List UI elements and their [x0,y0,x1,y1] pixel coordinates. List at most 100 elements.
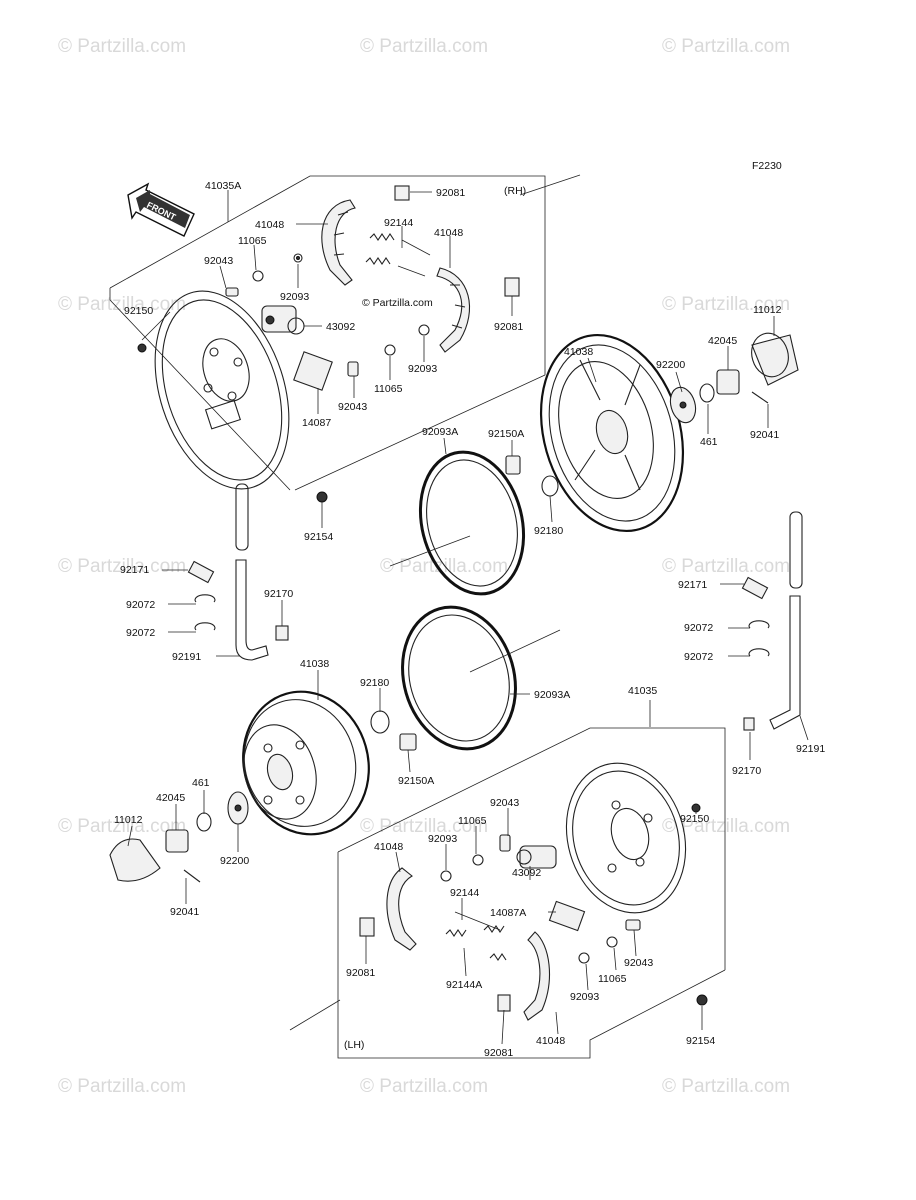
lh-label: (LH) [344,1039,364,1051]
rh-seal-ring [389,450,526,596]
part-label-92144: 92144 [384,217,413,229]
lh-small-parts [359,834,708,1012]
part-label-92150a: 92150A [488,428,524,440]
part-labels: 41035A 92081 41048 92144 41048 11065 920… [114,180,825,1059]
watermark: © Partzilla.com [380,556,508,577]
watermark: © Partzilla.com [662,294,790,315]
part-label-92150: 92150 [124,305,153,317]
watermark: © Partzilla.com [662,556,790,577]
watermark: © Partzilla.com [58,294,186,315]
part-label-92043: 92043 [338,401,367,413]
part-label-92081: 92081 [346,967,375,979]
part-label-92043: 92043 [204,255,233,267]
part-label-11065: 11065 [598,973,627,985]
part-label-92093a: 92093A [534,689,570,701]
part-label-92200: 92200 [220,855,249,867]
leader-lines [127,190,809,1045]
rh-brake-panel [154,290,290,490]
part-label-92144: 92144 [450,887,479,899]
part-label-14087a: 14087A [490,907,526,919]
watermarks: © Partzilla.com © Partzilla.com © Partzi… [58,36,790,1097]
part-label-92150: 92150 [680,813,709,825]
part-label-92150a: 92150A [398,775,434,787]
part-label-92093: 92093 [570,991,599,1003]
lh-brake-hose [741,511,803,731]
part-label-92093: 92093 [428,833,457,845]
rh-brake-hose [187,483,289,661]
part-label-92081: 92081 [484,1047,513,1059]
watermark: © Partzilla.com [662,1076,790,1097]
rh-brake-shoe-upper [321,199,356,286]
part-label-41035a: 41035A [205,180,241,192]
part-label-14087: 14087 [302,417,331,429]
part-label-92171: 92171 [678,579,707,591]
part-label-92072: 92072 [684,622,713,634]
lh-brake-shoe-right [523,931,551,1021]
rh-small-parts [137,185,520,503]
watermark: © Partzilla.com [360,816,488,837]
part-label-92180: 92180 [534,525,563,537]
part-label-92171: 92171 [120,564,149,576]
rh-group-boundary: (RH) [109,174,581,491]
part-label-92043: 92043 [490,797,519,809]
lh-seal-ring [401,605,561,751]
part-label-92170: 92170 [264,588,293,600]
figure-code: F2230 [752,160,782,172]
part-label-92043: 92043 [624,957,653,969]
part-label-11065: 11065 [238,235,267,247]
part-label-92180: 92180 [360,677,389,689]
rh-brake-drum [539,333,685,533]
part-label-41038: 41038 [300,658,329,670]
watermark: © Partzilla.com [662,36,790,57]
watermark: © Partzilla.com [58,556,186,577]
center-watermark: © Partzilla.com [362,297,433,309]
part-label-92081: 92081 [494,321,523,333]
part-label-11065: 11065 [374,383,403,395]
lh-hub-parts [109,791,249,883]
part-label-11065: 11065 [458,815,487,827]
part-label-41035: 41035 [628,685,657,697]
rh-hub-parts [505,332,799,497]
part-label-92144a: 92144A [446,979,482,991]
part-label-92072: 92072 [126,599,155,611]
part-label-92154: 92154 [686,1035,715,1047]
part-label-92200: 92200 [656,359,685,371]
part-label-41048: 41048 [434,227,463,239]
watermark: © Partzilla.com [58,1076,186,1097]
watermark: © Partzilla.com [58,816,186,837]
part-label-41048: 41048 [536,1035,565,1047]
rh-brake-shoe-lower [436,267,471,353]
part-label-41038: 41038 [564,346,593,358]
lh-group-boundary: (LH) [289,700,726,1059]
part-label-92072: 92072 [126,627,155,639]
part-label-92041: 92041 [170,906,199,918]
part-label-43092: 43092 [512,867,541,879]
watermark: © Partzilla.com [360,1076,488,1097]
watermark: © Partzilla.com [662,816,790,837]
rh-springs [365,233,431,277]
part-label-92093a: 92093A [422,426,458,438]
part-label-42045: 42045 [708,335,737,347]
part-label-92081: 92081 [436,187,465,199]
part-label-92191: 92191 [796,743,825,755]
rh-label: (RH) [504,185,526,197]
rh-wheel-cylinder [261,305,305,335]
part-label-92093: 92093 [408,363,437,375]
lh-wheel-cylinder [516,845,557,869]
watermark: © Partzilla.com [58,36,186,57]
part-label-42045: 42045 [156,792,185,804]
part-label-11012: 11012 [114,814,143,826]
part-label-41048: 41048 [255,219,284,231]
part-label-92041: 92041 [750,429,779,441]
front-arrow-icon: FRONT [127,182,195,237]
part-label-92170: 92170 [732,765,761,777]
part-label-461: 461 [192,777,210,789]
lh-brake-panel [565,762,701,914]
part-label-92072: 92072 [684,651,713,663]
lh-brake-shoe-left [386,867,417,951]
part-label-92093: 92093 [280,291,309,303]
part-label-41048: 41048 [374,841,403,853]
part-label-461: 461 [700,436,718,448]
